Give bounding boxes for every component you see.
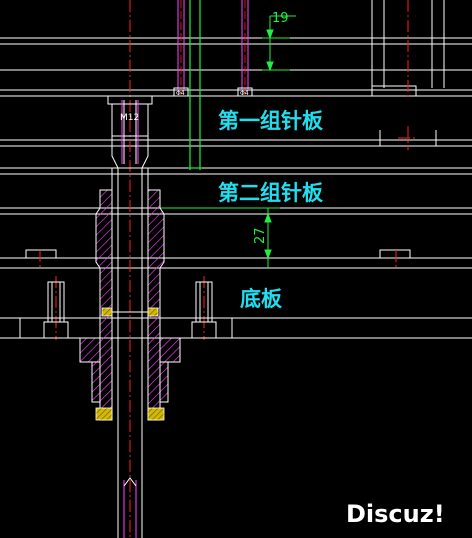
plate-outlines bbox=[0, 37, 472, 339]
dimension-27 bbox=[160, 207, 280, 268]
plate1-label: 第一组针板 bbox=[218, 109, 324, 133]
right-support-blocks bbox=[25, 0, 445, 259]
bushings bbox=[95, 307, 165, 421]
dimension-19-text: 19 bbox=[272, 11, 289, 26]
dimension-19 bbox=[262, 15, 296, 72]
centerlines bbox=[39, 0, 418, 538]
plate2-label: 第二组针板 bbox=[218, 181, 324, 205]
watermark: Discuz! bbox=[346, 500, 445, 528]
screw-thread bbox=[121, 100, 139, 164]
bolt-right bbox=[159, 281, 233, 339]
screw-label: M12 bbox=[120, 113, 139, 123]
pin-right-dia: Φ4 bbox=[240, 90, 249, 97]
ejector-pin-right: Φ4 bbox=[237, 0, 253, 97]
center-shaft bbox=[111, 168, 149, 538]
ejector-pin-left: Φ4 bbox=[173, 0, 189, 97]
lower-flange bbox=[79, 337, 181, 403]
bolt-left bbox=[19, 281, 101, 339]
pin-left-dia: Φ4 bbox=[176, 90, 185, 97]
dimension-27-text: 27 bbox=[253, 227, 268, 244]
top-screw-block bbox=[107, 95, 153, 169]
base-label: 底板 bbox=[240, 287, 283, 311]
green-return-pin bbox=[188, 0, 202, 170]
bottom-thread bbox=[123, 477, 137, 538]
